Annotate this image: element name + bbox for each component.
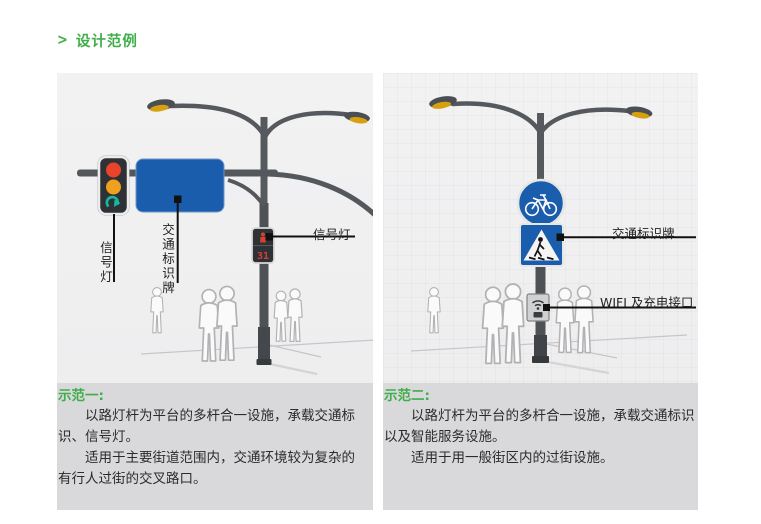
walking-person-icon xyxy=(533,237,545,257)
annotation-lines xyxy=(113,202,355,283)
ped-countdown: 31 xyxy=(257,251,269,262)
white-triangle xyxy=(523,229,560,261)
annotation-markers xyxy=(543,233,564,311)
pedestrian-sketches xyxy=(427,283,594,365)
caption-2-para1: 以路灯杆为平台的多杆合一设施，承载交通标识以及智能服务设施。 xyxy=(384,408,695,445)
light-pole xyxy=(450,101,632,363)
lamp-head-right xyxy=(625,106,653,119)
lamp-head-left xyxy=(147,99,175,112)
illustration-2: 交通标识牌 WIFI 及充电接口 xyxy=(383,73,698,383)
traffic-light xyxy=(97,155,130,216)
label-traffic-sign: 交通标识牌 xyxy=(160,223,175,296)
ground-lines xyxy=(410,334,688,375)
bicycle-icon xyxy=(524,194,558,217)
streetlight-scene-1: 31 xyxy=(77,99,373,376)
red-light-icon xyxy=(106,162,121,178)
annotation-lines xyxy=(549,236,696,309)
amber-light-icon xyxy=(106,179,121,195)
example-panel-2: 交通标识牌 WIFI 及充电接口 示范二: 以路灯杆为平台的多杆合一设施，承载交… xyxy=(383,73,698,510)
caption-2-para2: 适用于用一般街区内的过街设施。 xyxy=(411,450,614,466)
ground-lines xyxy=(140,339,373,376)
green-arrow-light-icon xyxy=(105,195,121,208)
illustration-1: 31 信号灯 交通标识牌 信号灯 xyxy=(57,73,373,383)
bike-lane-sign xyxy=(516,178,566,228)
page-title: > 设计范例 xyxy=(57,30,138,51)
label-traffic-sign: 交通标识牌 xyxy=(612,226,675,241)
pedestrian-crossing-sign xyxy=(519,223,564,267)
lamp-head-right xyxy=(344,111,370,124)
label-wifi-charging: WIFI 及充电接口 xyxy=(600,295,694,310)
caption-1-para1: 以路灯杆为平台的多杆合一设施，承载交通标识、信号灯。 xyxy=(58,408,355,445)
red-standing-figure-icon xyxy=(260,232,266,243)
label-signal-light-left: 信号灯 xyxy=(98,241,113,285)
chevron-right-icon: > xyxy=(57,31,69,50)
caption-1-para2: 适用于主要街道范围内，交通环境较为复杂的有行人过街的交叉路口。 xyxy=(58,450,355,487)
caption-2: 示范二: 以路灯杆为平台的多杆合一设施，承载交通标识以及智能服务设施。 适用于用… xyxy=(383,383,698,510)
caption-2-heading: 示范二: xyxy=(384,388,430,404)
wifi-icon xyxy=(532,300,544,307)
pedestrian-sketches xyxy=(150,285,303,362)
label-signal-light-right: 信号灯 xyxy=(313,227,351,242)
page-title-text: 设计范例 xyxy=(75,34,138,50)
traffic-sign-board xyxy=(135,158,225,213)
caption-1: 示范一: 以路灯杆为平台的多杆合一设施，承载交通标识、信号灯。 适用于主要街道范… xyxy=(57,383,373,510)
caption-1-heading: 示范一: xyxy=(58,388,104,404)
wifi-charging-box xyxy=(526,293,550,322)
charging-port-icon xyxy=(533,312,543,318)
lamp-head-left xyxy=(429,96,457,109)
zebra-stripes xyxy=(528,256,554,261)
annotation-markers xyxy=(174,195,273,241)
example-panel-1: 31 信号灯 交通标识牌 信号灯 示范一: 以路灯杆为平台的多杆合一设施，承载交… xyxy=(57,73,373,510)
streetlight-scene-2 xyxy=(410,96,696,375)
